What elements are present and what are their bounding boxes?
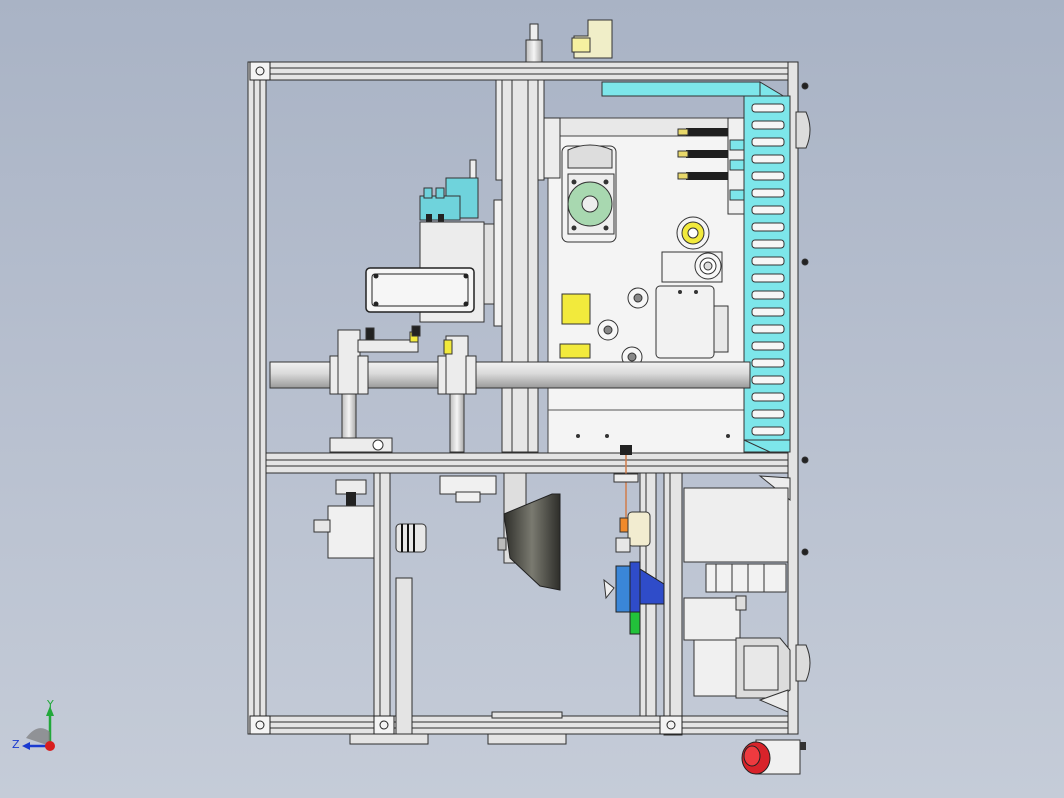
- top-connector-block: [571, 19, 613, 59]
- aluminium-frame: [247, 61, 799, 745]
- triad-y-label: Y: [47, 698, 54, 711]
- cable-carrier: [601, 81, 791, 453]
- coordinate-triad: [22, 706, 55, 751]
- pneumatic-fittings: [677, 117, 745, 215]
- top-sensor: [525, 23, 543, 63]
- corner-brackets: [249, 61, 683, 735]
- servo-motor-top: [561, 144, 617, 243]
- junction-box: [365, 267, 475, 313]
- lower-left-motor: [313, 479, 427, 559]
- lower-right-assembly: [683, 475, 791, 713]
- idler-pulley: [661, 251, 723, 283]
- shaft-clamps: [329, 325, 477, 453]
- gearbox-block: [655, 285, 729, 359]
- triad-z-label: Z: [12, 738, 20, 751]
- lower-bracket: [439, 475, 497, 503]
- side-pucks: [795, 82, 811, 682]
- hopper-funnel: [497, 493, 561, 591]
- center-mechanism: [603, 445, 665, 635]
- yellow-bearing: [676, 216, 710, 250]
- yellow-clamps: [559, 293, 591, 359]
- rollers: [597, 287, 649, 368]
- emergency-stop-button: [741, 739, 806, 775]
